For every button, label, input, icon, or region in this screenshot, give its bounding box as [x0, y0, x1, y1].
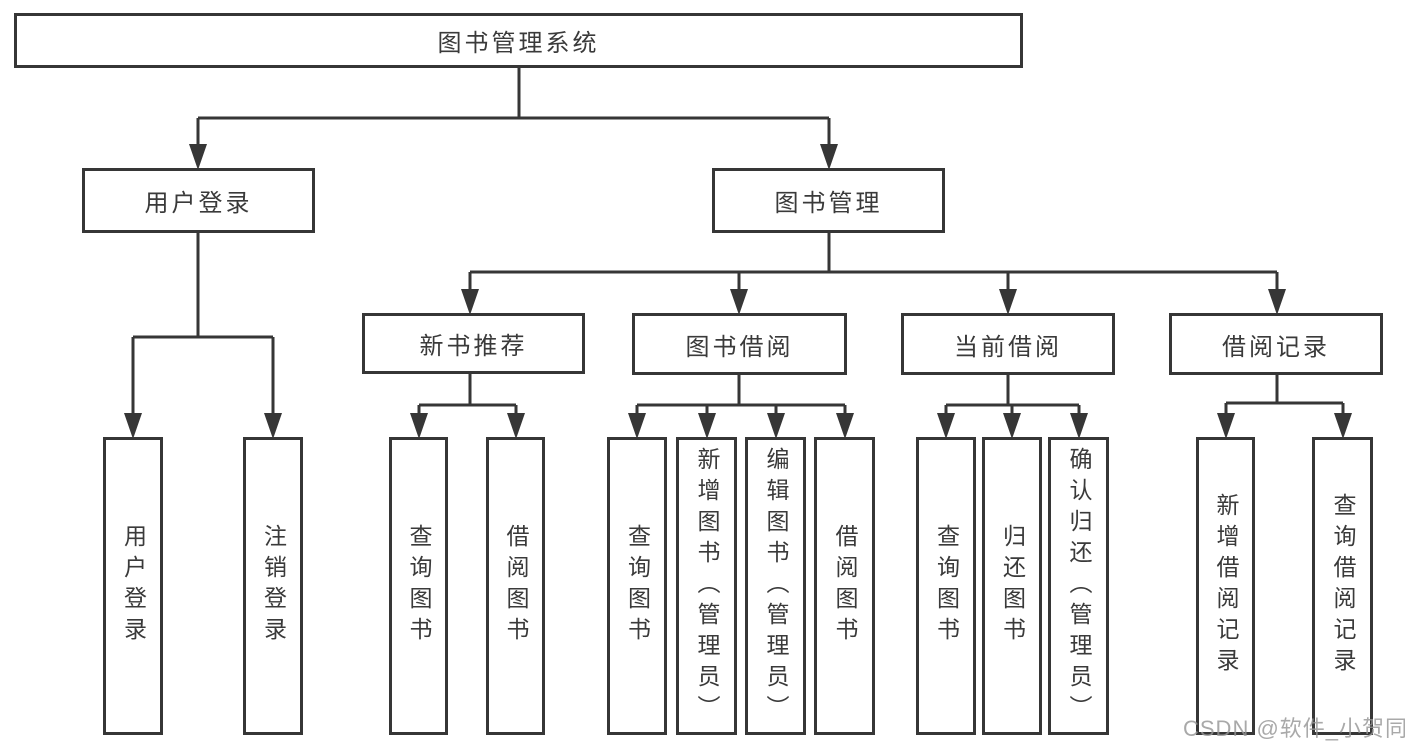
csdn-watermark: CSDN @软件_小贺同学 [1183, 716, 1405, 741]
leaf-cb-confirm-return-admin: 确认归还（管理员） [1048, 437, 1109, 735]
leaf-bb-query-books: 查询图书 [607, 437, 667, 735]
node-new-book-recommend: 新书推荐 [362, 313, 585, 374]
leaf-bb-edit-books-admin: 编辑图书（管理员） [745, 437, 806, 735]
leaf-cb-return-books: 归还图书 [982, 437, 1042, 735]
node-book-management: 图书管理 [712, 168, 945, 233]
leaf-br-query-record: 查询借阅记录 [1312, 437, 1373, 735]
node-borrow-records: 借阅记录 [1169, 313, 1383, 375]
leaf-nb-query-books: 查询图书 [389, 437, 448, 735]
leaf-nb-borrow-books: 借阅图书 [486, 437, 545, 735]
leaf-user-login: 用户登录 [103, 437, 163, 735]
leaf-bb-add-books-admin: 新增图书（管理员） [676, 437, 737, 735]
node-user-login: 用户登录 [82, 168, 315, 233]
leaf-cb-query-books: 查询图书 [916, 437, 976, 735]
node-current-borrow: 当前借阅 [901, 313, 1115, 375]
leaf-logout: 注销登录 [243, 437, 303, 735]
node-book-borrow: 图书借阅 [632, 313, 847, 375]
leaf-bb-borrow-books: 借阅图书 [814, 437, 875, 735]
node-root: 图书管理系统 [14, 13, 1023, 68]
leaf-br-add-record: 新增借阅记录 [1196, 437, 1255, 735]
